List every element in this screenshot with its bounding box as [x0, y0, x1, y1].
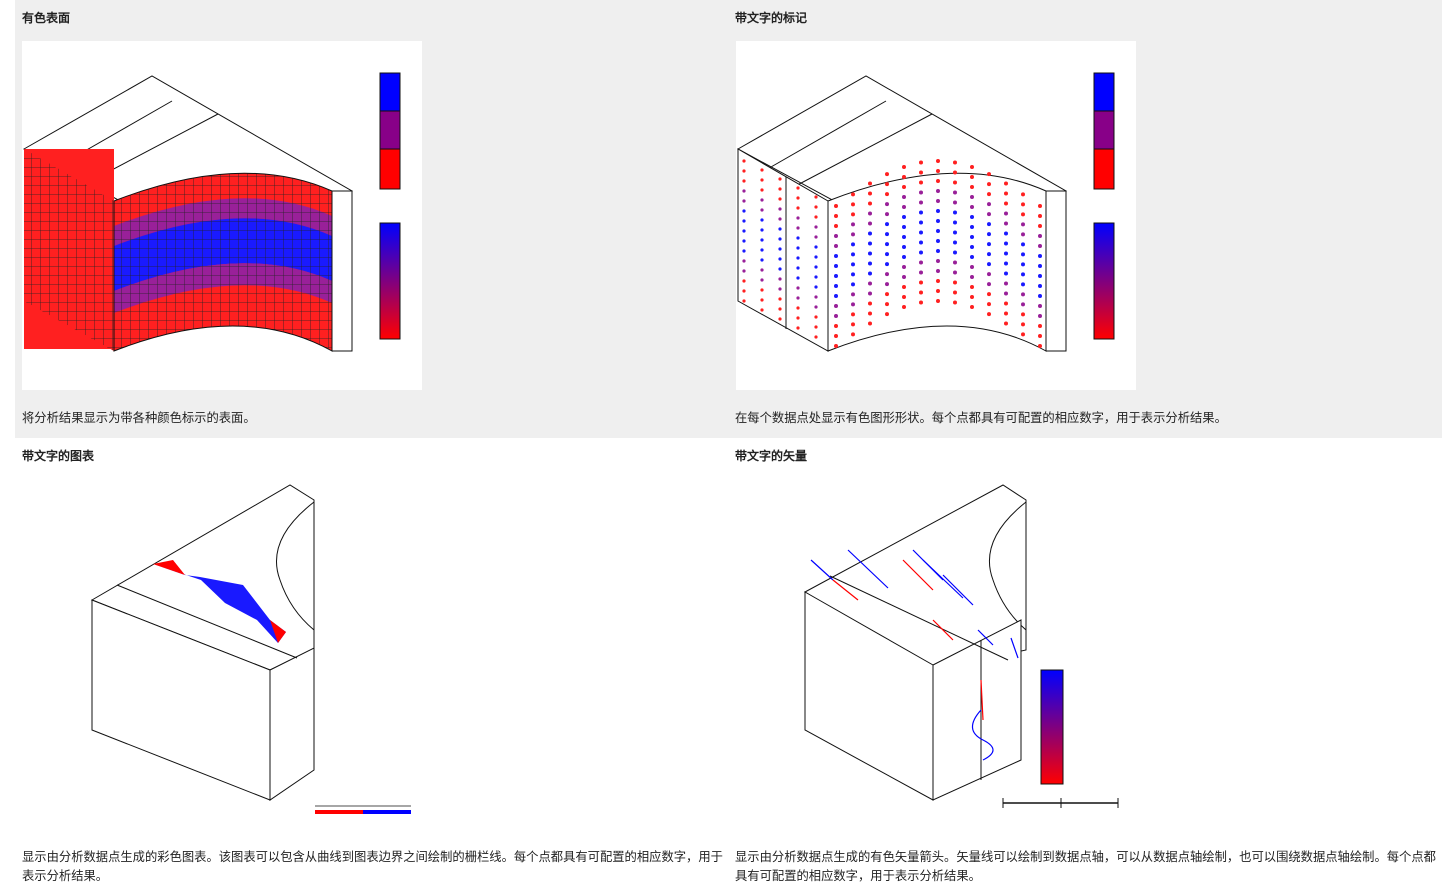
panel-colored-surface: 有色表面 — [15, 0, 728, 438]
markers-image — [736, 41, 1136, 390]
panel-chart-with-text: 带文字的图表 显示由分析数据点生成的彩色图表。该图表可以包含从曲线到图表边界之间… — [15, 438, 728, 885]
panel-title: 有色表面 — [22, 11, 71, 25]
chart-image — [65, 480, 435, 830]
panel-title: 带文字的图表 — [22, 449, 95, 463]
panel-description: 将分析结果显示为带各种颜色标示的表面。 — [22, 411, 256, 425]
vectors-image — [793, 480, 1133, 830]
panel-description: 在每个数据点处显示有色图形形状。每个点都具有可配置的相应数字，用于表示分析结果。 — [735, 411, 1227, 425]
panel-description: 显示由分析数据点生成的彩色图表。该图表可以包含从曲线到图表边界之间绘制的栅栏线。… — [22, 850, 723, 883]
colored-surface-image — [22, 41, 422, 390]
panel-vectors-with-text: 带文字的矢量 — [728, 438, 1442, 885]
panel-markers-with-text: 带文字的标记 在每个数据点处显示有色图形形状。每个点都具有可配置的相应数字，用于… — [728, 0, 1442, 438]
panel-title: 带文字的标记 — [735, 11, 808, 25]
panel-description: 显示由分析数据点生成的有色矢量箭头。矢量线可以绘制到数据点轴，可以从数据点轴绘制… — [735, 850, 1436, 883]
panel-title: 带文字的矢量 — [735, 449, 808, 463]
